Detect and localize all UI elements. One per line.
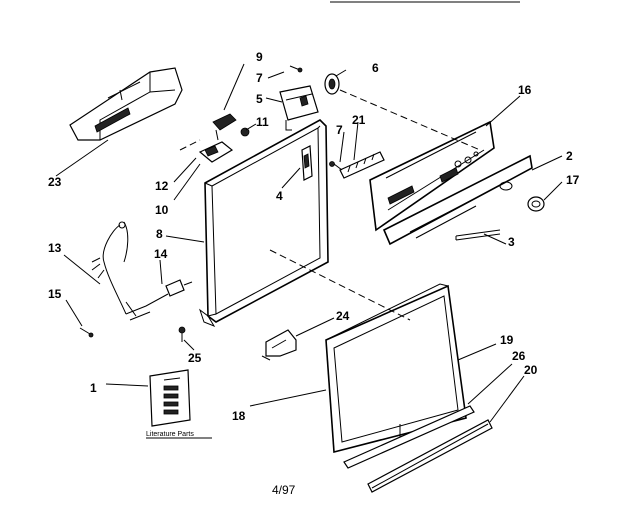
- callout-14: 14: [154, 247, 168, 261]
- callout-5: 5: [256, 92, 263, 106]
- part-9-latch: [212, 113, 237, 141]
- part-13-wire-harness: [91, 221, 169, 321]
- callout-21: 21: [352, 113, 366, 127]
- part-15-screw: [79, 327, 94, 338]
- callout-15: 15: [48, 287, 62, 301]
- callout-23: 23: [48, 175, 62, 189]
- callout-1: 1: [90, 381, 97, 395]
- alignment-dash-frame-panel: [269, 249, 411, 321]
- callout-10: 10: [155, 203, 169, 217]
- part-16-console-panel: [369, 120, 495, 232]
- callout-12: 12: [155, 179, 169, 193]
- part-23-vent-bracket: [69, 67, 183, 141]
- part-7-screw-side: [329, 161, 343, 171]
- part-24-hinge-clip: [261, 329, 297, 361]
- callout-25: 25: [188, 351, 202, 365]
- callout-11: 11: [256, 115, 269, 129]
- leader-dash-12: [179, 139, 201, 151]
- part-4-bracket: [301, 145, 313, 181]
- callout-7-top: 7: [256, 71, 263, 85]
- callout-13: 13: [48, 241, 62, 255]
- part-11-screw: [240, 127, 250, 137]
- part-1-literature-card: [149, 369, 191, 427]
- callout-18: 18: [232, 409, 246, 423]
- part-5-switch: [279, 85, 319, 131]
- callout-24: 24: [336, 309, 350, 323]
- callout-6: 6: [372, 61, 379, 75]
- callout-26: 26: [512, 349, 526, 363]
- callout-8: 8: [156, 227, 163, 241]
- part-7-screw-top: [289, 65, 303, 73]
- callout-2: 2: [566, 149, 573, 163]
- callout-20: 20: [524, 363, 538, 377]
- callout-4: 4: [276, 189, 283, 203]
- part-6-knob: [324, 73, 340, 95]
- part-26-trim: [343, 405, 475, 469]
- callout-19: 19: [500, 333, 514, 347]
- part-21-button-strip: [339, 151, 385, 179]
- literature-parts-label: Literature Parts: [146, 431, 194, 438]
- leader-dash-6-16: [339, 89, 481, 151]
- callout-17: 17: [566, 173, 580, 187]
- part-25-screw: [178, 326, 186, 342]
- part-14-switch: [165, 279, 193, 297]
- callout-7-side: 7: [336, 123, 343, 137]
- part-3-trim-strip: [455, 229, 501, 241]
- callout-3: 3: [508, 235, 515, 249]
- part-8-door-frame: [199, 119, 329, 328]
- callout-16: 16: [518, 83, 532, 97]
- part-17-knob: [527, 196, 545, 212]
- part-2-overlay: [382, 154, 533, 246]
- leader-lines: [55, 63, 563, 423]
- footer-date: 4/97: [272, 483, 296, 497]
- part-19-door-panel: [325, 283, 467, 454]
- callout-9: 9: [256, 50, 263, 64]
- part-20-kick-strip: [367, 419, 493, 493]
- part-10-strike: [198, 141, 234, 163]
